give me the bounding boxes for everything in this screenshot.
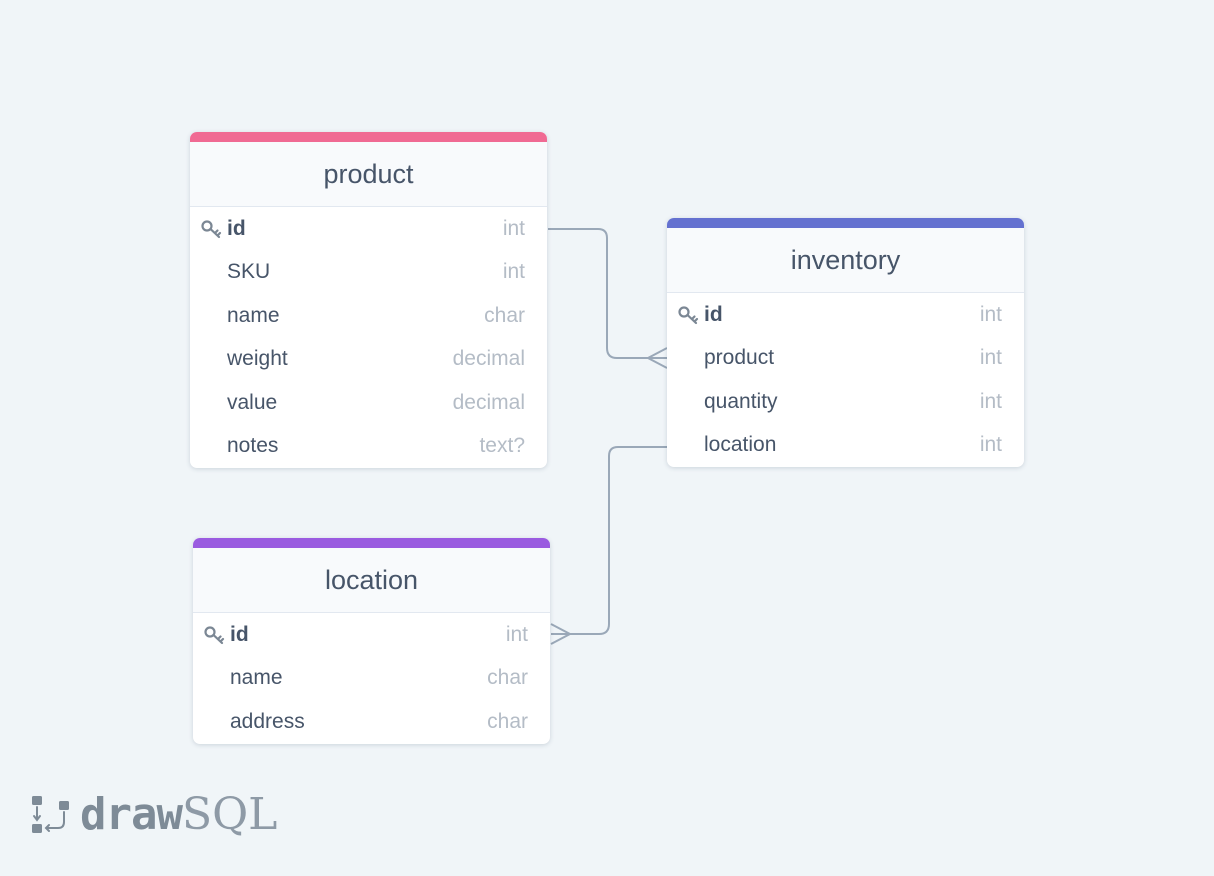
column-type: int: [502, 260, 525, 284]
column-name: value: [227, 390, 278, 414]
table-title[interactable]: inventory: [667, 228, 1024, 293]
column-type: int: [505, 622, 528, 646]
column-type: int: [979, 302, 1002, 326]
column-row[interactable]: address char: [193, 700, 550, 744]
column-type: text?: [479, 434, 525, 458]
column-row[interactable]: notes text?: [190, 425, 547, 469]
column-row[interactable]: SKU int: [190, 251, 547, 295]
column-name: id: [704, 302, 723, 326]
table-product[interactable]: product id int SKU int name char weight …: [190, 132, 547, 468]
table-location[interactable]: location id int name char address char: [193, 538, 550, 744]
column-row[interactable]: weight decimal: [190, 338, 547, 382]
column-row[interactable]: id int: [667, 293, 1024, 337]
crowfoot-location-id: [550, 623, 573, 645]
column-name: name: [230, 666, 283, 690]
column-name: id: [230, 622, 249, 646]
column-row[interactable]: value decimal: [190, 381, 547, 425]
column-name: address: [230, 709, 305, 733]
column-type: int: [979, 346, 1002, 370]
table-inventory[interactable]: inventory id int product int quantity in…: [667, 218, 1024, 467]
table-accent-bar: [190, 132, 547, 142]
brand-sql: SQL: [181, 788, 278, 840]
column-row[interactable]: name char: [193, 657, 550, 701]
column-name: product: [704, 346, 775, 370]
key-icon: [201, 220, 222, 238]
column-row[interactable]: location int: [667, 424, 1024, 468]
column-type: int: [979, 433, 1002, 457]
column-name: SKU: [227, 260, 271, 284]
column-row[interactable]: id int: [190, 207, 547, 251]
column-type: int: [502, 216, 525, 240]
key-icon: [204, 626, 225, 644]
drawsql-logo: draw SQL: [31, 788, 278, 840]
column-type: char: [487, 666, 528, 690]
column-row[interactable]: name char: [190, 294, 547, 338]
column-type: int: [979, 389, 1002, 413]
column-type: decimal: [452, 347, 525, 371]
column-type: char: [484, 303, 525, 327]
table-accent-bar: [667, 218, 1024, 228]
column-row[interactable]: product int: [667, 337, 1024, 381]
table-title[interactable]: location: [193, 548, 550, 613]
key-icon: [678, 306, 699, 324]
column-name: name: [227, 303, 280, 327]
crowfoot-inventory-product: [645, 347, 668, 369]
table-title[interactable]: product: [190, 142, 547, 207]
column-name: location: [704, 433, 777, 457]
column-type: decimal: [452, 390, 525, 414]
column-row[interactable]: id int: [193, 613, 550, 657]
brand-draw: draw: [80, 788, 183, 840]
relation-product-inventory: [548, 228, 667, 359]
drawsql-logo-icon: [32, 796, 69, 833]
column-type: char: [487, 709, 528, 733]
column-name: weight: [227, 347, 288, 371]
column-name: quantity: [704, 389, 778, 413]
relation-inventory-location: [551, 446, 667, 635]
column-name: id: [227, 216, 246, 240]
table-accent-bar: [193, 538, 550, 548]
column-name: notes: [227, 434, 279, 458]
column-row[interactable]: quantity int: [667, 380, 1024, 424]
